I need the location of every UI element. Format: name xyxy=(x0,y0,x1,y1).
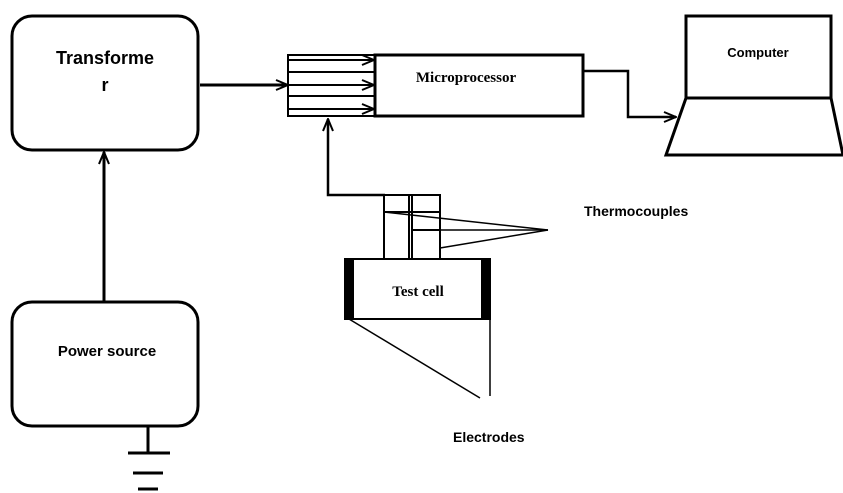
microprocessor-label: Microprocessor xyxy=(416,70,517,86)
electrode-right xyxy=(481,259,490,319)
test-cell-block: Test cell xyxy=(344,258,491,320)
thermocouples-label: Thermocouples xyxy=(584,203,688,219)
thermocouple-probes xyxy=(383,194,441,260)
electrode-pointer-lines xyxy=(348,318,491,399)
power-source-label: Power source xyxy=(58,343,156,360)
electrode-left xyxy=(345,259,354,319)
transformer-block: Transforme r xyxy=(10,14,200,152)
computer-laptop-icon xyxy=(663,14,843,157)
microprocessor-block: Microprocessor xyxy=(373,53,585,118)
thermocouple-feedback-arrow xyxy=(328,119,385,197)
electrodes-label: Electrodes xyxy=(453,429,525,445)
ground-symbol xyxy=(128,426,170,491)
transformer-label-line1: Transforme xyxy=(56,48,154,68)
computer-label: Computer xyxy=(727,45,788,60)
thermocouple-pointer-lines xyxy=(383,211,549,249)
transformer-label-line2: r xyxy=(101,75,108,95)
test-cell-label: Test cell xyxy=(392,284,444,300)
power-source-block: Power source xyxy=(10,300,200,428)
microprocessor-to-computer-arrow xyxy=(583,69,676,117)
